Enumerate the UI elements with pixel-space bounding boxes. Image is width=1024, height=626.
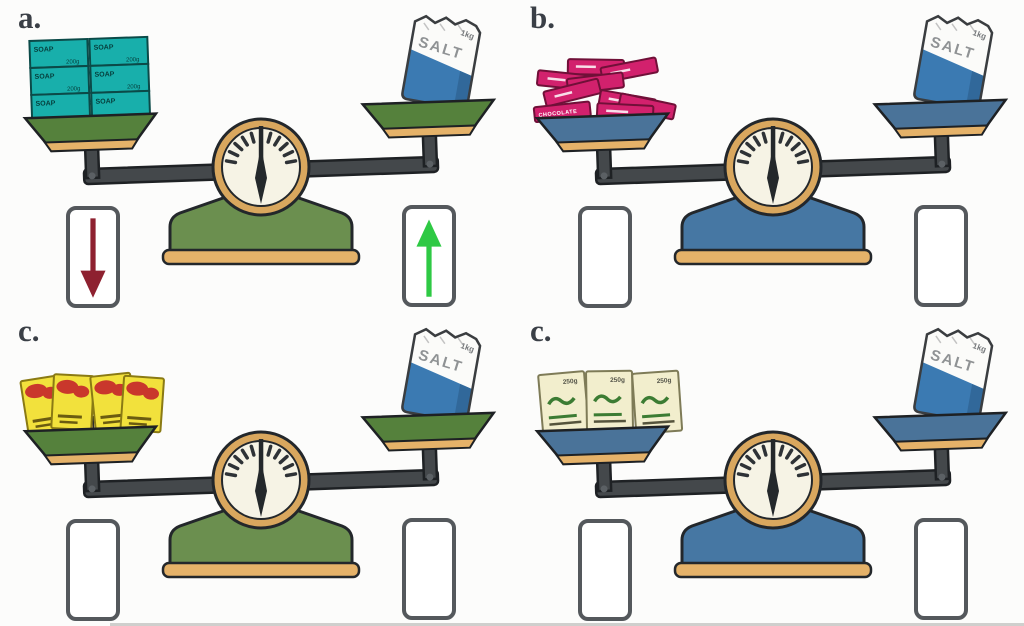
svg-text:250g: 250g (563, 378, 578, 386)
svg-text:1kg: 1kg (459, 341, 475, 354)
goods-layer: 250g 250g 250g S (537, 323, 996, 436)
scene-a: a. SOAP 200g SOAP 200g SOAP 200g (0, 0, 512, 313)
answer-box-left[interactable] (66, 519, 120, 621)
answer-box-left[interactable] (66, 206, 120, 308)
svg-text:SOAP: SOAP (35, 73, 55, 81)
page-bottom-edge (110, 623, 1024, 626)
down-arrow-icon (80, 218, 106, 298)
svg-text:1kg: 1kg (971, 341, 987, 354)
svg-text:250g: 250g (610, 377, 625, 384)
svg-text:1kg: 1kg (971, 28, 987, 41)
salt-bag: SALT 1kg (400, 323, 484, 424)
balance-scale: SOAP 200g SOAP 200g SOAP 200g SOAP 200g (23, 10, 497, 266)
scene-label: c. (18, 313, 40, 348)
yellow-packets (19, 371, 165, 436)
svg-text:200g: 200g (67, 86, 81, 92)
scene-b: b. CHOCOLATE SALT 1kg (512, 0, 1024, 313)
answer-box-right[interactable] (402, 518, 456, 620)
svg-text:SOAP: SOAP (94, 71, 114, 79)
answer-box-left[interactable] (578, 206, 632, 308)
balance-scale: CHOCOLATE SALT 1kg (532, 10, 1009, 266)
salt-bag: SALT 1kg (912, 323, 996, 424)
scene-label: b. (530, 0, 555, 35)
svg-text:250g: 250g (656, 377, 671, 385)
svg-text:CHOCOLATE: CHOCOLATE (538, 109, 577, 119)
soap-stack: SOAP 200g SOAP 200g SOAP 200g SOAP 200g (28, 35, 152, 122)
scale-body-dial (673, 430, 873, 579)
scene-label: c. (530, 313, 552, 348)
svg-text:200g: 200g (66, 59, 80, 65)
answer-box-right[interactable] (914, 205, 968, 307)
salt-bag: SALT 1kg (400, 10, 484, 111)
balance-scale: SALT 1kg (19, 323, 497, 579)
salt-bag: SALT 1kg (912, 10, 996, 111)
svg-text:SOAP: SOAP (95, 98, 115, 106)
svg-text:200g: 200g (127, 84, 141, 90)
svg-text:SOAP: SOAP (35, 100, 55, 108)
goods-layer: SOAP 200g SOAP 200g SOAP 200g SOAP 200g (28, 10, 484, 122)
scene-label: a. (18, 0, 42, 35)
svg-text:SOAP: SOAP (34, 46, 54, 54)
balance-scale: 250g 250g 250g S (535, 323, 1009, 579)
pea-packets: 250g 250g 250g (537, 369, 684, 436)
answer-box-right[interactable] (402, 205, 456, 307)
svg-text:200g: 200g (126, 57, 140, 63)
goods-layer: SALT 1kg (19, 323, 484, 436)
answer-box-left[interactable] (578, 519, 632, 621)
scale-body-dial (161, 117, 361, 266)
scale-body-dial (161, 430, 361, 579)
scene-d: c. 250g 250g 250g (512, 313, 1024, 626)
up-arrow-icon (416, 219, 442, 297)
scene-c: c. (0, 313, 512, 626)
svg-text:SOAP: SOAP (94, 44, 114, 52)
answer-box-right[interactable] (914, 518, 968, 620)
scale-body-dial (673, 117, 873, 266)
svg-text:1kg: 1kg (459, 28, 475, 41)
